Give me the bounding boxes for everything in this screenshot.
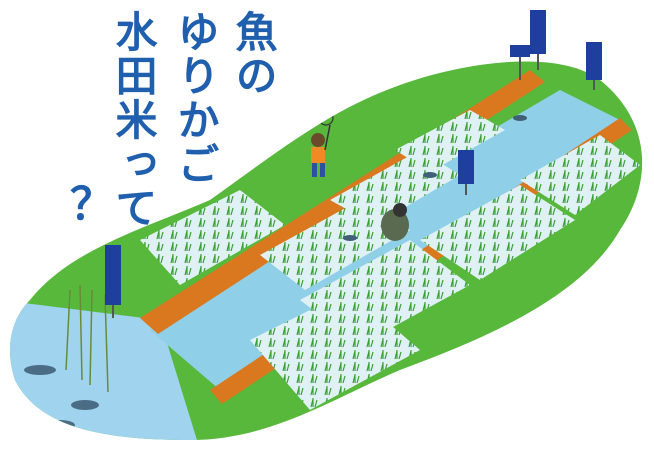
title-question-mark: ？ — [70, 179, 114, 230]
title-line-2: ゆりかご — [171, 10, 220, 186]
reeds — [65, 284, 109, 393]
paddy-field — [250, 290, 420, 410]
signboard-upper — [510, 45, 530, 80]
paddy-field — [395, 110, 505, 172]
fish-in-channel — [343, 115, 527, 241]
child-with-net — [311, 110, 334, 177]
signboard-middle — [458, 150, 474, 195]
title-line-3: 水田米って — [109, 10, 158, 230]
signboard-right — [586, 42, 602, 90]
signboard-left — [105, 245, 121, 318]
paddy-field — [420, 185, 575, 280]
paddy-field — [140, 190, 285, 285]
farmer-figure — [381, 203, 409, 241]
paddy-field — [520, 135, 640, 215]
pond — [10, 300, 200, 440]
title-line-1: 魚の — [229, 10, 278, 98]
signboard-top — [530, 10, 546, 70]
